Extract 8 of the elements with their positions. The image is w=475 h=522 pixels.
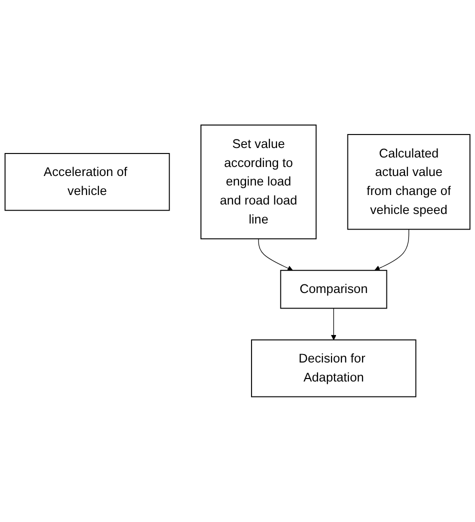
node-box: Set value according to engine load and road load line <box>200 124 317 240</box>
arrow <box>330 308 336 340</box>
arrow <box>374 229 410 271</box>
node-box: Calculated actual value from change of vehicle speed <box>347 134 470 230</box>
node-box: Decision for Adaptation <box>251 340 416 398</box>
node-box: Comparison <box>280 270 388 309</box>
arrow <box>258 238 293 271</box>
node-box: Acceleration of vehicle <box>4 153 170 211</box>
